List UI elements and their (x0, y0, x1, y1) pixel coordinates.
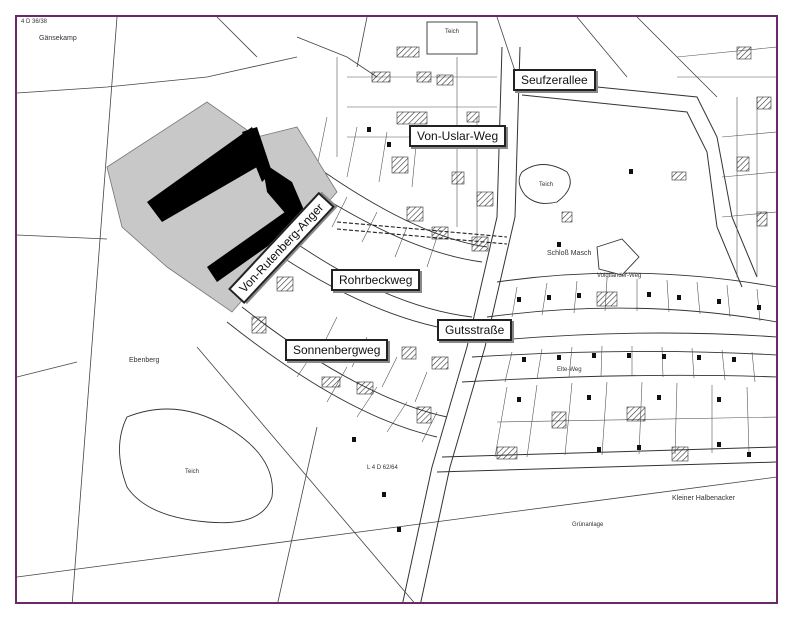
street-label-sonnenbergweg: Sonnenbergweg (285, 339, 389, 361)
pond-left-top (518, 164, 571, 204)
pond-schloss (596, 238, 640, 276)
parcel-lines (17, 17, 776, 602)
ponds (119, 21, 640, 524)
map-label-gaensekamp: Gänsekamp (39, 35, 77, 42)
main-road (402, 46, 776, 602)
site-plan-map (17, 17, 776, 602)
street-label-seufzerallee: Seufzerallee (513, 69, 596, 91)
map-label-ref: 4 D 36/38 (21, 19, 48, 25)
map-label-schloss: Schloß Masch (547, 250, 592, 257)
street-label-rohrbeckweg: Rohrbeckweg (331, 269, 421, 291)
residential-parcels (296, 46, 776, 458)
map-label-ebenberg: Ebenberg (129, 357, 160, 364)
buildings (251, 46, 772, 462)
pond-top (426, 21, 478, 55)
map-label-kleiner-halbenacker: Kleiner Halbenacker (672, 495, 736, 502)
street-label-von-uslar-weg: Von-Uslar-Weg (409, 125, 507, 147)
map-frame: Gänsekamp Ebenberg Teich Teich Teich Sch… (15, 15, 778, 604)
map-label-voigtlaender-weg: Voigtländer-Weg (597, 273, 642, 279)
pond-large (119, 408, 273, 524)
planned-area (106, 101, 338, 313)
street-label-gutsstrasse: Gutsstraße (437, 319, 513, 341)
map-label-teich-top: Teich (445, 29, 460, 35)
map-label-teich-large: Teich (185, 469, 200, 475)
map-label-l4d: L 4 D 62/64 (367, 465, 398, 471)
map-label-gruenanlage: Grünanlage (572, 522, 604, 528)
map-label-teich-small: Teich (539, 182, 554, 188)
dashed-lines (336, 221, 508, 245)
map-label-elte-weg: Elte-Weg (557, 367, 582, 373)
